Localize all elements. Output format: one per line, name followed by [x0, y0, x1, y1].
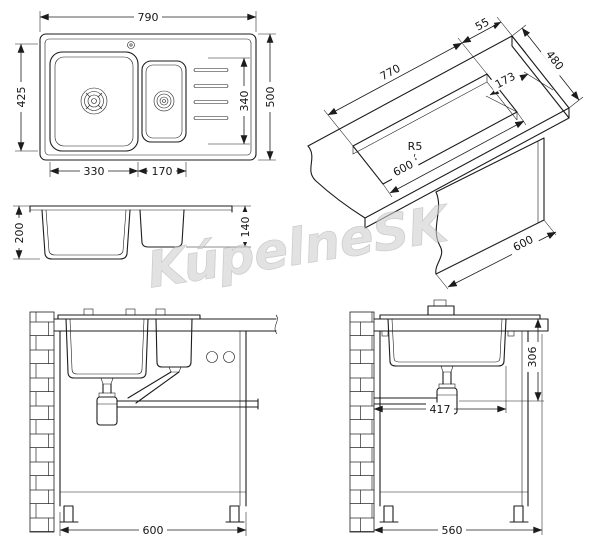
svg-text:306: 306	[526, 347, 539, 368]
sloped-pipe	[127, 371, 180, 404]
cabinet-leg	[383, 505, 394, 523]
brick-wall-side	[349, 311, 375, 533]
counter-cutout	[352, 73, 518, 185]
small-bowl	[141, 60, 187, 143]
svg-text:500: 500	[264, 87, 277, 108]
counter-torn-edge	[274, 314, 278, 335]
main-drain	[100, 377, 114, 385]
cabinet	[59, 330, 247, 523]
sink-rim-side	[379, 314, 541, 320]
sink-rim	[57, 314, 201, 320]
dim-label-corner-radius: R5	[404, 139, 426, 153]
dim-label-main-depth: 200	[12, 218, 26, 248]
cabinet-leg	[229, 505, 240, 523]
dim-label-cabinet-width: 600	[139, 523, 167, 537]
small-drain-strainer	[153, 90, 175, 112]
cabinet-leg	[63, 505, 74, 523]
section-small-bowl	[139, 209, 185, 248]
dim-label-main-bowl-width: 330	[80, 164, 108, 178]
svg-text:330: 330	[84, 165, 105, 178]
small-drain	[168, 366, 182, 373]
svg-text:790: 790	[138, 11, 159, 24]
dim-label-outlet-height: 306	[525, 342, 539, 372]
svg-text:600: 600	[143, 524, 164, 537]
install-front-view: 600	[29, 308, 278, 537]
svg-text:55: 55	[473, 15, 491, 33]
torn-edge-left	[307, 145, 366, 219]
plumbing	[96, 366, 259, 426]
plan-view: 790 500 425 340 330 170	[14, 10, 277, 178]
cabinet-side	[379, 330, 529, 523]
dim-label-cutout-width: 600	[386, 155, 420, 181]
faucet-base	[427, 299, 455, 316]
sink-outline	[39, 33, 257, 161]
drainboard-grooves	[193, 68, 229, 120]
dim-label-cabinet-depth: 560	[438, 523, 466, 537]
main-bowl-profile	[65, 318, 149, 379]
trap-nut	[98, 392, 116, 398]
mounting-clips-side	[381, 330, 515, 337]
svg-text:140: 140	[239, 217, 252, 238]
mounting-clips	[83, 308, 166, 316]
svg-text:417: 417	[430, 403, 451, 416]
main-drain-strainer	[80, 87, 108, 115]
bowl-side-profile	[387, 318, 507, 367]
dim-label-counter-depth: 480	[540, 44, 570, 76]
side-install-dimension-lines	[373, 318, 544, 535]
dim-label-outlet-distance: 417	[426, 402, 454, 416]
base-panel	[435, 137, 545, 275]
section-main-bowl	[41, 209, 131, 260]
faucet-hole	[127, 41, 135, 49]
section-view: 200 140	[12, 205, 252, 260]
dim-label-small-depth: 140	[238, 212, 252, 242]
plan-dimension-lines	[15, 11, 276, 177]
cabinet-leg	[513, 505, 524, 523]
svg-text:340: 340	[238, 91, 251, 112]
svg-text:425: 425	[15, 87, 28, 108]
torn-edge-panel	[435, 191, 443, 275]
svg-text:560: 560	[442, 524, 463, 537]
plumbing-side	[373, 365, 458, 415]
outlet-pipe	[116, 398, 259, 410]
dim-label-plan-width: 790	[134, 10, 162, 24]
dim-label-small-bowl-width: 170	[148, 164, 176, 178]
countertop	[53, 318, 277, 332]
brick-wall	[29, 311, 55, 533]
bottle-trap	[96, 396, 118, 426]
svg-text:200: 200	[13, 223, 26, 244]
drain-side	[440, 365, 454, 373]
install-side-view: 306 417 560	[349, 299, 549, 537]
section-rim	[29, 205, 233, 213]
dim-label-side-gap: 173	[488, 67, 522, 93]
dim-label-back-offset: 55	[469, 13, 495, 35]
wall-socket-circles	[206, 351, 235, 363]
small-bowl-profile	[155, 318, 193, 368]
dim-label-plan-left-span: 425	[14, 82, 28, 112]
dim-label-base-width: 600	[506, 230, 540, 256]
svg-text:R5: R5	[408, 140, 423, 153]
svg-text:170: 170	[152, 165, 173, 178]
countertop-side	[373, 318, 549, 332]
main-bowl	[49, 51, 139, 152]
sink-rim-inner	[44, 38, 252, 156]
dim-label-plan-depth: 500	[263, 82, 277, 112]
dim-label-plan-right-span: 340	[237, 86, 251, 116]
